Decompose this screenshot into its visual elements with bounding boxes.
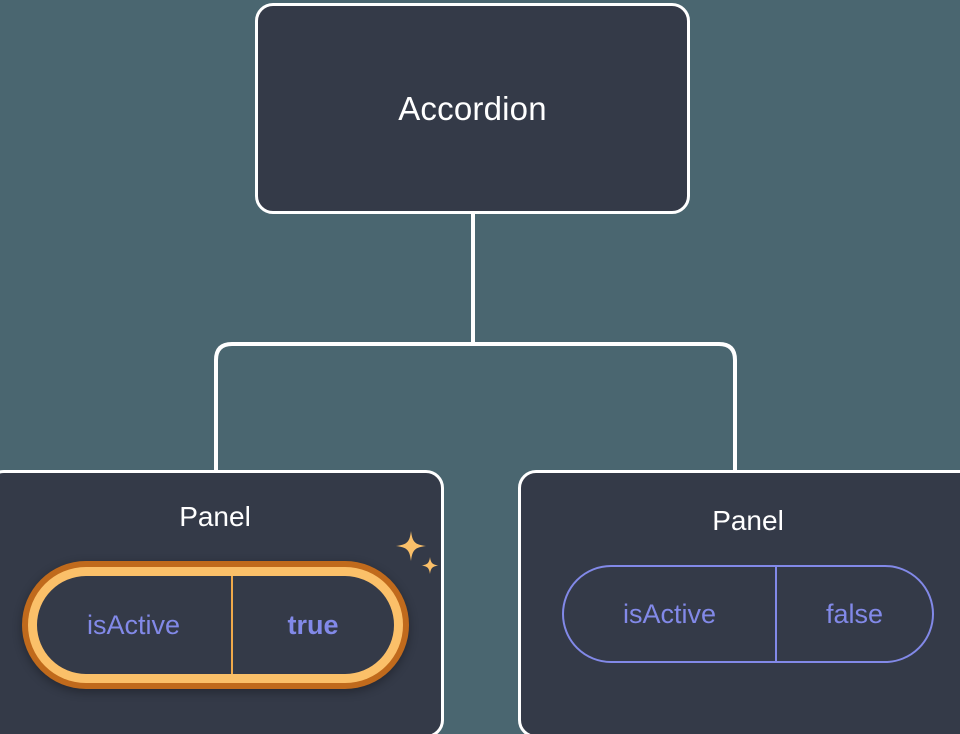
prop-pill[interactable]: isActive false	[562, 565, 934, 663]
node-title: Panel	[179, 501, 251, 532]
prop-key: isActive	[37, 576, 233, 674]
node-panel-inactive[interactable]: Panel isActive false	[518, 470, 960, 734]
prop-pill-wrapper: isActive true	[21, 531, 438, 689]
prop-value: true	[287, 609, 339, 640]
sparkle-icon	[395, 531, 438, 574]
prop-pill-ring: isActive true	[27, 567, 403, 683]
node-panel-active[interactable]: Panel isActive true	[0, 470, 444, 734]
prop-pill-wrapper: isActive false	[562, 565, 934, 663]
node-accordion[interactable]: Accordion	[255, 3, 690, 214]
prop-value: false	[825, 598, 884, 629]
prop-pill-body: isActive true	[36, 576, 394, 674]
prop-pill-highlighted[interactable]: isActive true	[21, 561, 409, 689]
node-title: Accordion	[398, 90, 547, 127]
prop-key: isActive	[564, 567, 777, 661]
node-title: Panel	[712, 505, 784, 536]
